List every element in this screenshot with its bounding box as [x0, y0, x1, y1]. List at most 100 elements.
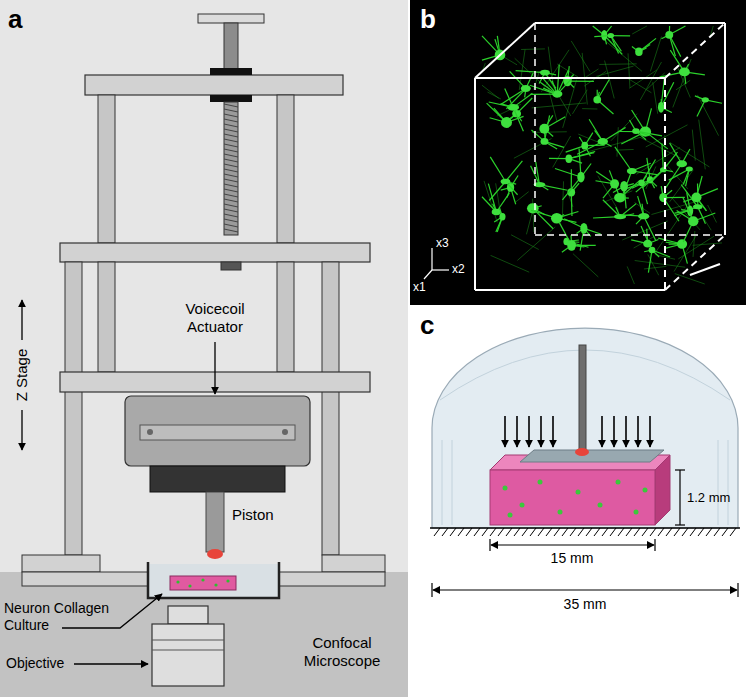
bolt: [282, 429, 288, 435]
ground-hatch: [610, 528, 616, 536]
screw-thread: [224, 174, 238, 177]
neurite-fiber: [491, 255, 530, 272]
neuron-soma: [635, 47, 643, 56]
neuron-soma: [691, 192, 701, 202]
neuron-soma: [676, 160, 687, 167]
neurite-fiber: [627, 78, 652, 93]
neuron-soma: [567, 240, 576, 251]
ground-hatch: [458, 528, 464, 536]
screw-thread: [224, 139, 238, 142]
panel-a: [0, 0, 408, 697]
axis-label: x3: [436, 236, 449, 250]
load-arrow: [601, 416, 603, 447]
neuron-soma: [501, 179, 511, 185]
neurite-fiber: [628, 53, 630, 88]
ground-hatch: [490, 528, 496, 536]
screw-thread: [224, 149, 238, 152]
screw-thread: [224, 104, 238, 107]
leader-arrow: [74, 663, 148, 664]
screw-thread: [224, 214, 238, 217]
neurite-fiber: [636, 147, 680, 174]
load-arrow: [516, 416, 518, 447]
neuron-dot: [520, 503, 525, 508]
neuron-soma: [665, 31, 673, 39]
neurite-fiber: [692, 130, 695, 161]
neuron-dot: [201, 578, 204, 581]
ground-hatch: [522, 528, 528, 536]
screw-thread: [224, 169, 238, 172]
cube-edge: [474, 78, 476, 290]
neurite-fiber: [627, 266, 634, 284]
dimension-tick: [654, 539, 655, 551]
neurite-fiber: [622, 221, 667, 240]
neuron-soma: [688, 216, 698, 226]
neuron-soma: [521, 85, 531, 92]
neurite-fiber: [511, 235, 539, 250]
coupling: [221, 262, 241, 270]
neuron-soma: [593, 96, 601, 103]
neuron-soma: [580, 223, 587, 234]
base-foot: [22, 555, 100, 572]
neuron-soma: [553, 91, 560, 97]
dimension-line: [433, 589, 737, 590]
ground-hatch: [586, 528, 592, 536]
part-label: Z Stage: [13, 330, 31, 420]
actuator-coil: [150, 466, 285, 492]
column: [98, 95, 115, 243]
neurite-fiber: [653, 82, 658, 114]
neurite-fiber: [673, 59, 691, 107]
neurite-fiber: [629, 70, 657, 88]
petri-dish: [432, 328, 738, 528]
dendrite: [611, 36, 619, 54]
dendrite: [644, 216, 656, 241]
washer: [210, 68, 252, 75]
neurite-fiber: [596, 66, 633, 76]
ground-hatch: [618, 528, 624, 536]
neuron-dot: [598, 503, 603, 508]
panel-letter: c: [420, 310, 434, 341]
column: [65, 262, 82, 555]
objective-body: [152, 624, 224, 686]
axis-line: [424, 270, 432, 279]
gel-front-face: [490, 470, 655, 525]
neuron-soma: [659, 193, 667, 202]
part-label: Confocal Microscope: [286, 634, 398, 670]
neuron-dot: [508, 513, 513, 518]
neuron-soma: [581, 142, 588, 150]
neurite-fiber: [675, 274, 705, 284]
part-label: Piston: [232, 506, 274, 524]
piston-rod: [206, 492, 224, 552]
axis-label: x1: [413, 280, 426, 294]
neuron-soma: [686, 166, 693, 171]
screw-thread: [224, 224, 238, 227]
image-background: [410, 0, 746, 305]
cube-edge: [535, 234, 725, 236]
neuron-soma: [679, 68, 690, 77]
leader-arrow: [214, 342, 215, 394]
ground-hatch: [554, 528, 560, 536]
load-arrow: [649, 416, 651, 447]
dimension-tick: [675, 469, 685, 470]
cube-edge: [665, 23, 725, 78]
cube-edge: [475, 77, 665, 79]
neurite-fiber: [573, 254, 598, 277]
dendrite: [648, 250, 652, 273]
actuator-band: [140, 425, 295, 440]
neurite-fiber: [521, 48, 545, 50]
dendrite: [489, 181, 505, 200]
ground-hatch: [506, 528, 512, 536]
load-arrow: [528, 416, 530, 447]
part-label: Neuron Collagen Culture: [4, 600, 126, 634]
column: [98, 262, 115, 372]
panel-c: [430, 328, 740, 597]
base-foot: [322, 555, 385, 572]
actuator-body: [125, 396, 310, 466]
neurite-fiber: [693, 243, 722, 245]
neuron-network: [482, 26, 722, 284]
ground-hatch: [442, 528, 448, 536]
neurite-fiber: [632, 26, 647, 34]
ground-hatch: [626, 528, 632, 536]
dendrite: [604, 35, 622, 54]
dimension-tick: [431, 583, 432, 597]
